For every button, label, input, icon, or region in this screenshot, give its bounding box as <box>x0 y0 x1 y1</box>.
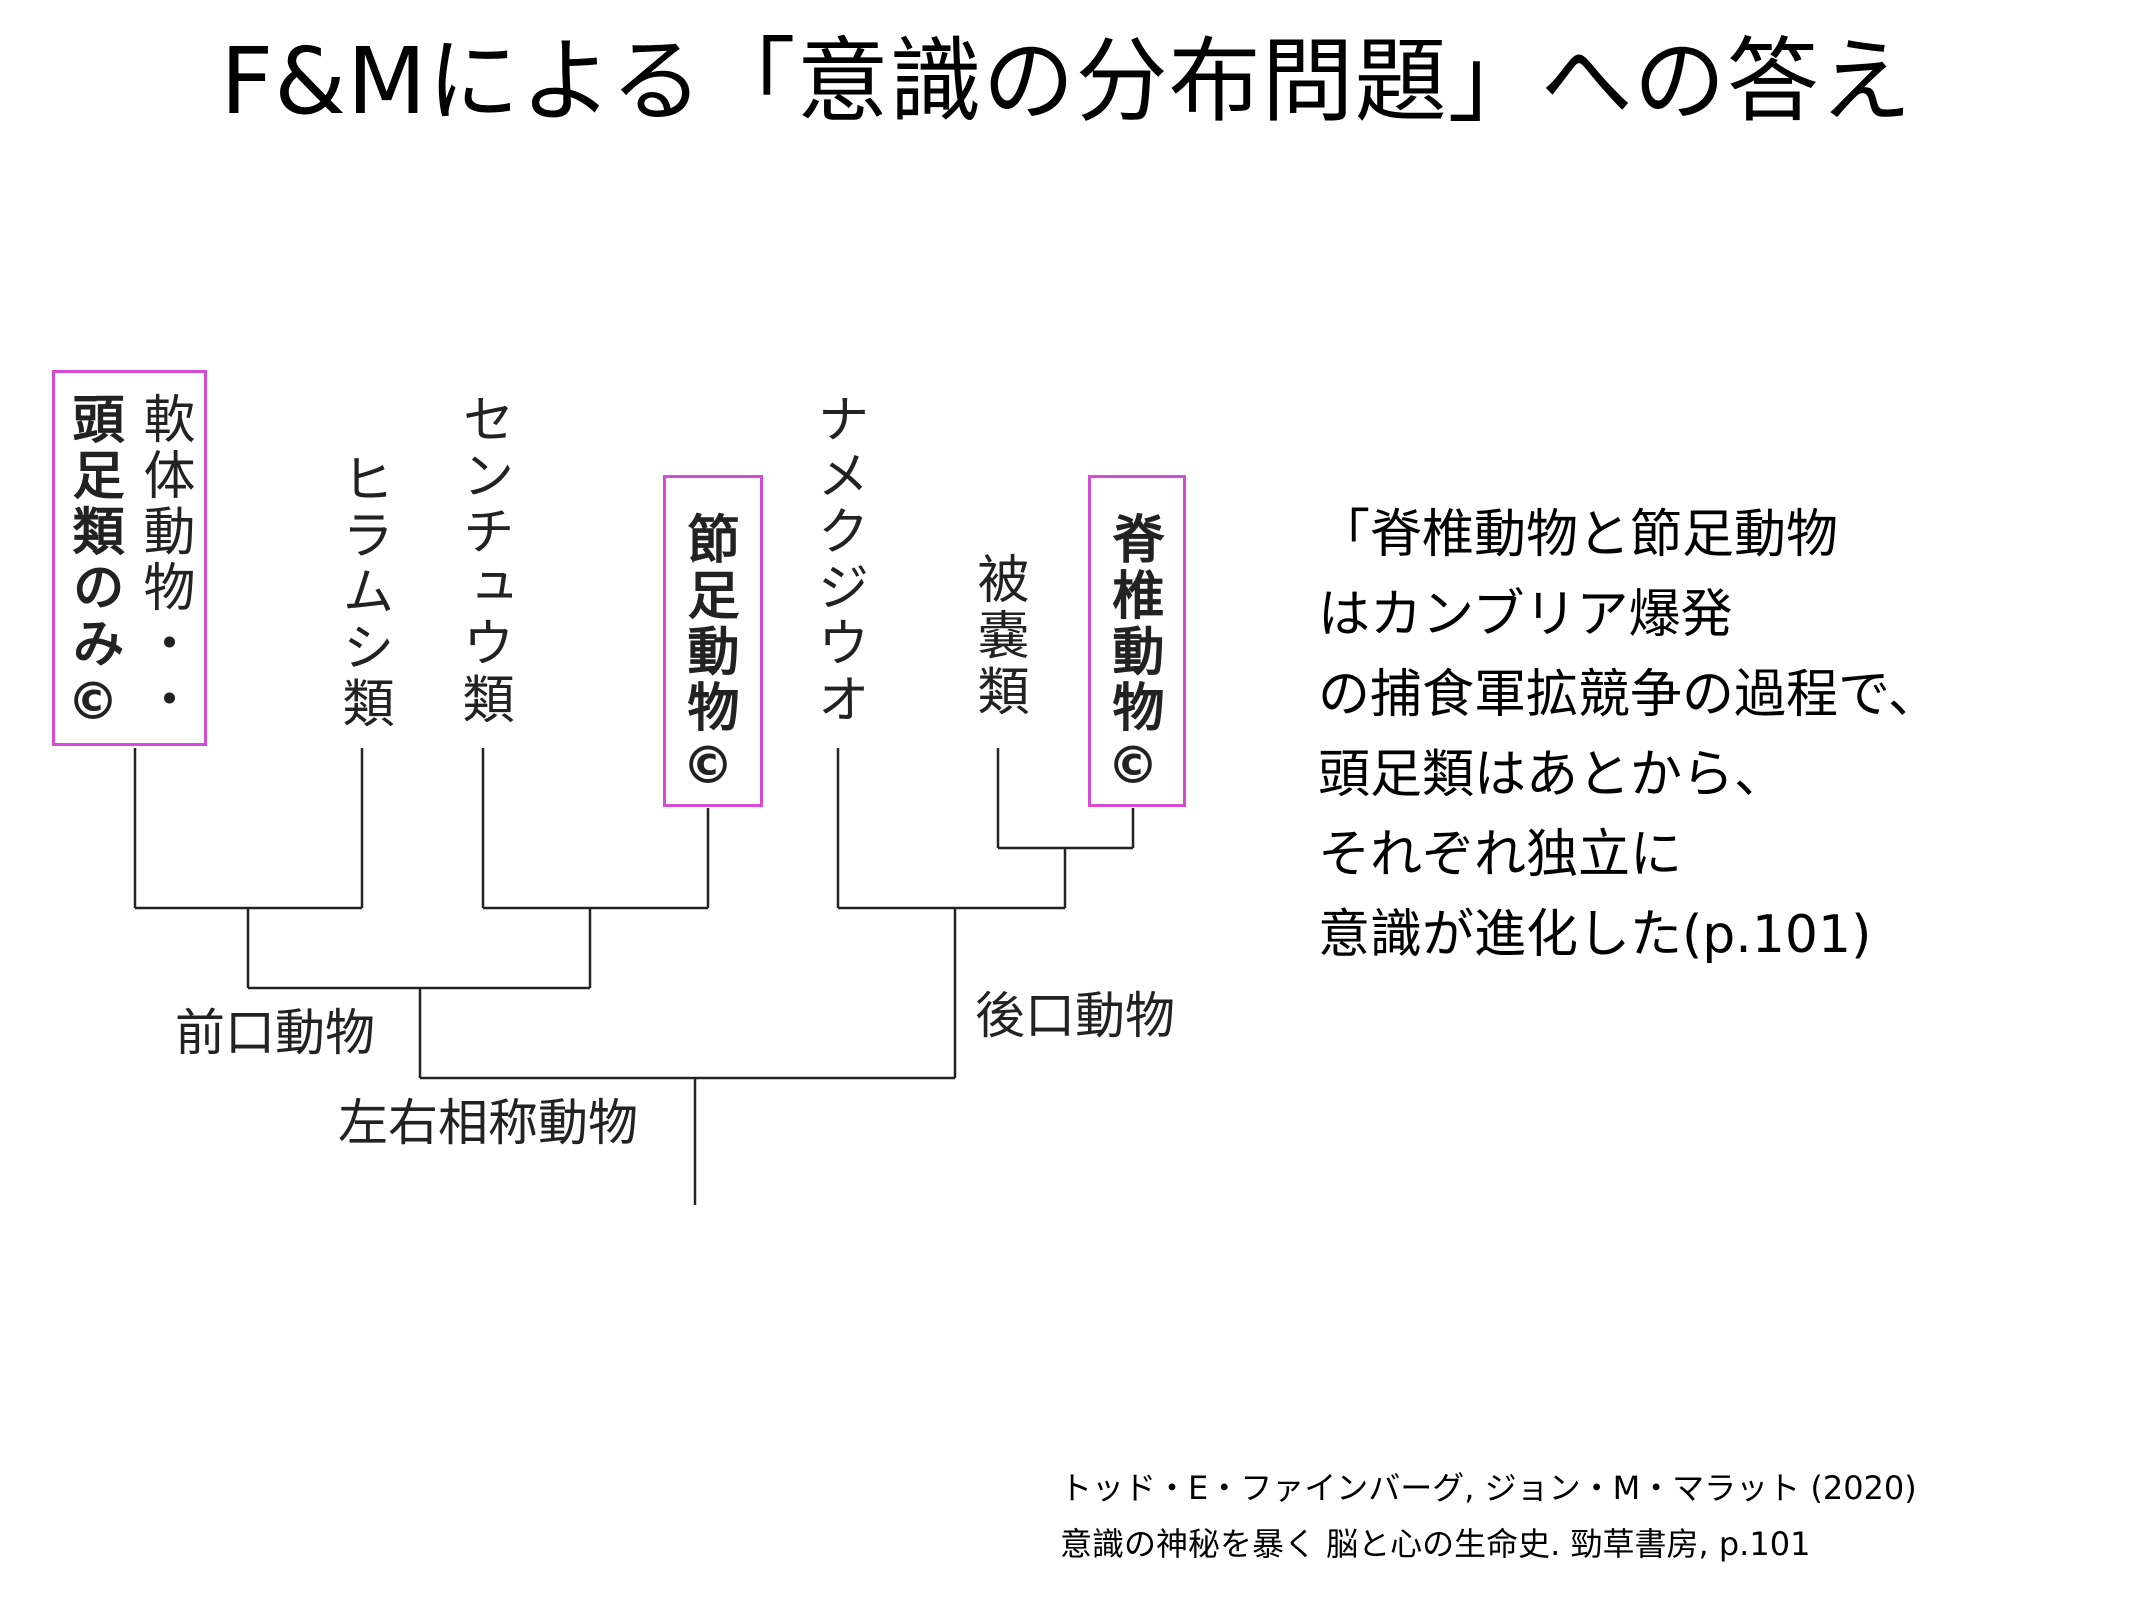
clade-bilateria-label: 左右相称動物 <box>338 1094 638 1152</box>
taxon-mollusk-label: 軟体動物・・ <box>134 392 194 728</box>
taxon-arthropod-label: 節足動物© <box>678 512 738 800</box>
highlight-box-vertebrate <box>1088 475 1186 807</box>
clade-deuterostome-label: 後口動物 <box>975 987 1175 1045</box>
taxon-flatworm-label: ヒラムシ類 <box>333 452 393 732</box>
citation: トッド・E・ファインバーグ, ジョン・M・マラット (2020) 意識の神秘を暴… <box>1060 1460 1917 1572</box>
quote-text: 「脊椎動物と節足動物 はカンブリア爆発 の捕食軍拡競争の過程で、 頭足類はあとか… <box>1318 505 1940 965</box>
highlight-box-cephalopod <box>52 370 207 746</box>
clade-protostome-label: 前口動物 <box>175 1004 375 1062</box>
phylogenetic-tree: 軟体動物・・ 頭足類のみ© ヒラムシ類 センチュウ類 節足動物© ナメクジウオ … <box>0 330 1260 1230</box>
slide-title: F&Mによる「意識の分布問題」への答え <box>220 28 1913 135</box>
taxon-tunicate-label: 被嚢類 <box>968 552 1028 720</box>
taxon-acornworm-label: ナメクジウオ <box>808 392 868 728</box>
citation-authors: トッド・E・ファインバーグ, ジョン・M・マラット (2020) <box>1060 1469 1917 1507</box>
taxon-nematode-label: センチュウ類 <box>453 392 513 728</box>
citation-book: 意識の神秘を暴く 脳と心の生命史. 勁草書房, p.101 <box>1060 1525 1811 1563</box>
tree-branches <box>133 748 1135 1205</box>
taxon-vertebrate-label: 脊椎動物© <box>1103 512 1163 800</box>
taxon-cephalopod-label: 頭足類のみ© <box>63 392 123 736</box>
highlight-box-arthropod <box>663 475 763 807</box>
